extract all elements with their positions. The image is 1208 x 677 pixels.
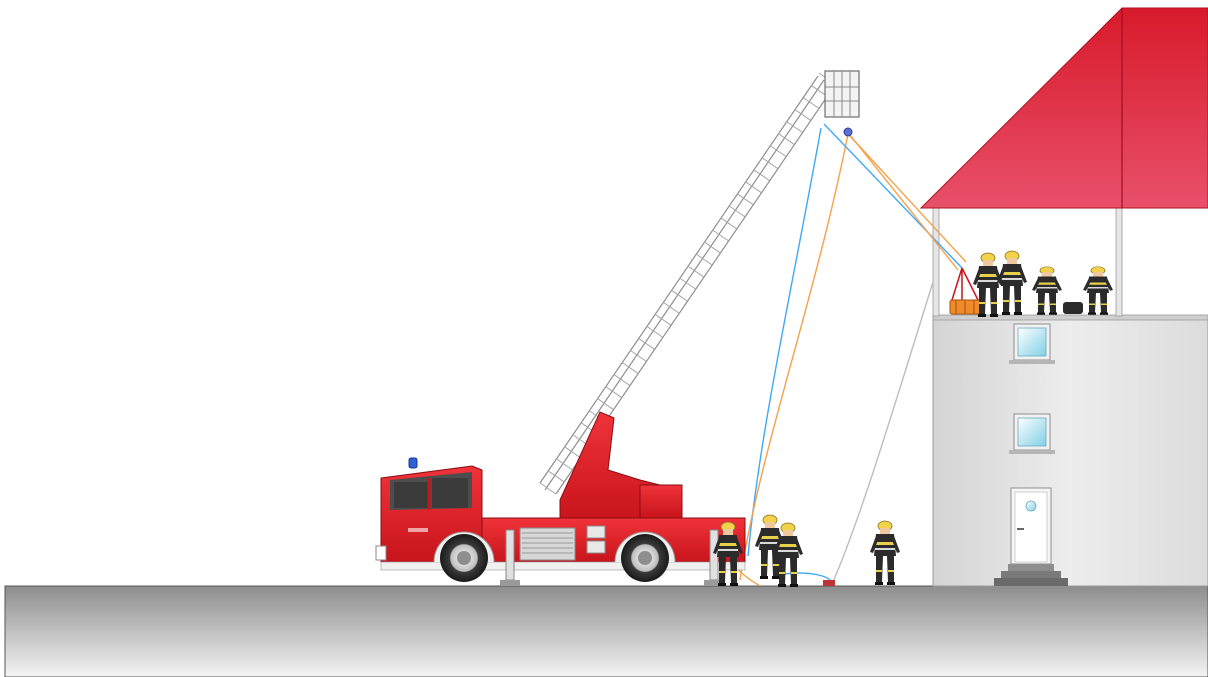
ground	[5, 586, 1208, 677]
rescue-basket	[950, 268, 980, 314]
building	[933, 208, 1208, 586]
aerial-ladder	[540, 71, 859, 494]
fire-truck	[376, 412, 745, 586]
red-roof	[921, 8, 1208, 208]
front-door	[1011, 488, 1051, 564]
ladder-cage	[825, 71, 859, 117]
beacon-light	[409, 458, 417, 468]
window-middle	[1009, 414, 1055, 454]
window-upper	[1009, 324, 1055, 364]
